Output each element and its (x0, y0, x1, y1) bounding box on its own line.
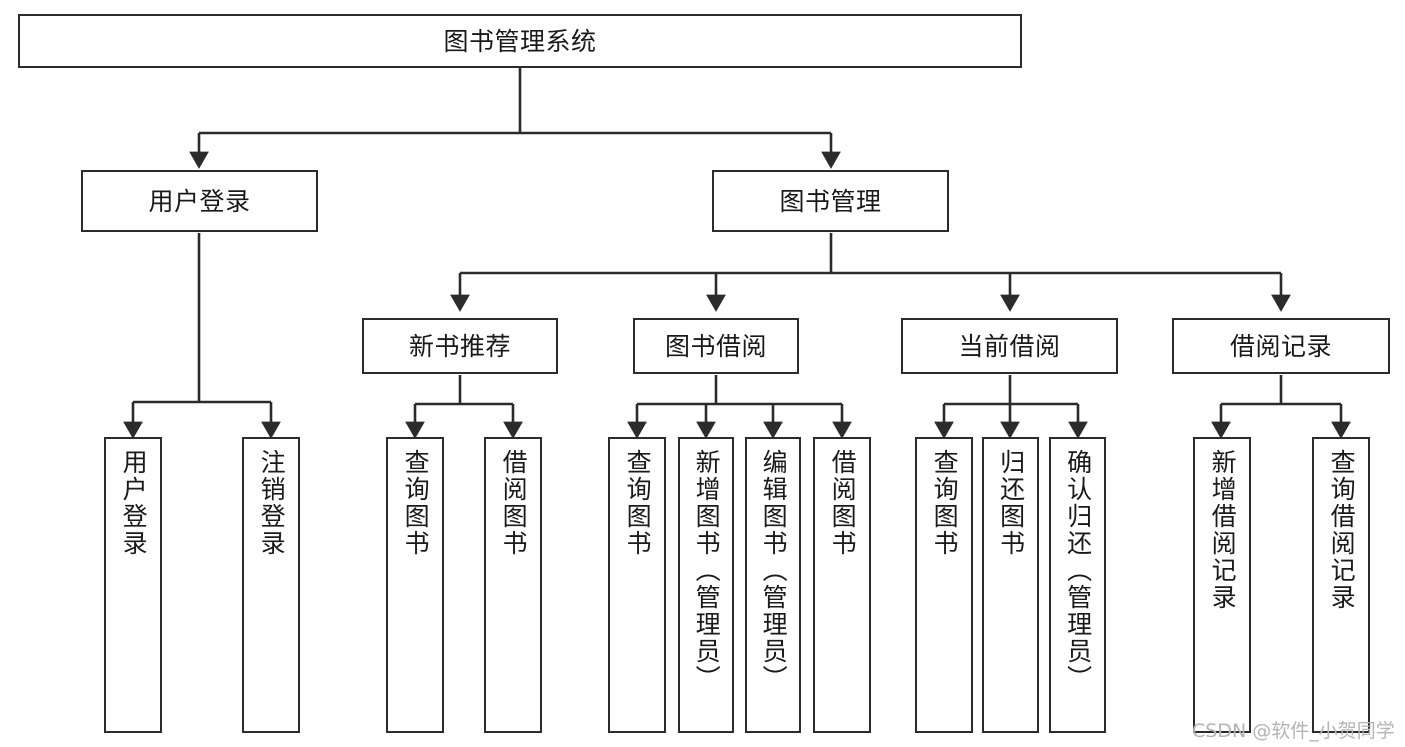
leaf-add-book-admin[interactable]: 新增图书（管理员） (678, 437, 734, 733)
leaf-borrow-book[interactable]: 借阅图书 (813, 437, 871, 733)
node-label: 查询图书 (623, 449, 653, 557)
node-root-system[interactable]: 图书管理系统 (18, 14, 1022, 68)
node-current-borrow[interactable]: 当前借阅 (901, 318, 1118, 374)
node-label: 用户登录 (148, 186, 251, 216)
node-label: 借阅图书 (828, 449, 858, 557)
node-label: 新增借阅记录 (1208, 449, 1238, 611)
leaf-return-book[interactable]: 归还图书 (982, 437, 1039, 733)
node-label: 编辑图书（管理员） (759, 449, 789, 692)
node-borrow-record[interactable]: 借阅记录 (1172, 318, 1390, 374)
node-label: 查询借阅记录 (1327, 449, 1357, 611)
leaf-query-book-recommend[interactable]: 查询图书 (386, 437, 444, 733)
node-label: 借阅记录 (1229, 331, 1332, 361)
node-label: 图书管理 (779, 186, 882, 216)
node-label: 新增图书（管理员） (692, 449, 722, 692)
node-label: 归还图书 (996, 449, 1026, 557)
watermark-text: CSDN @软件_小贺同学 (1192, 720, 1395, 742)
node-label: 图书管理系统 (443, 26, 597, 56)
leaf-query-borrow-record[interactable]: 查询借阅记录 (1312, 437, 1370, 733)
leaf-edit-book-admin[interactable]: 编辑图书（管理员） (745, 437, 801, 733)
leaf-query-book-borrow[interactable]: 查询图书 (608, 437, 666, 733)
node-label: 查询图书 (401, 449, 431, 557)
leaf-logout[interactable]: 注销登录 (242, 437, 300, 733)
leaf-confirm-return-admin[interactable]: 确认归还（管理员） (1049, 437, 1106, 733)
node-label: 当前借阅 (958, 331, 1061, 361)
leaf-add-borrow-record[interactable]: 新增借阅记录 (1193, 437, 1251, 733)
node-label: 图书借阅 (664, 331, 767, 361)
node-book-management[interactable]: 图书管理 (712, 170, 949, 232)
node-user-login[interactable]: 用户登录 (81, 170, 318, 232)
node-label: 新书推荐 (408, 331, 511, 361)
node-book-borrow[interactable]: 图书借阅 (633, 318, 799, 374)
leaf-query-book-current[interactable]: 查询图书 (915, 437, 973, 733)
node-label: 确认归还（管理员） (1063, 449, 1093, 692)
leaf-user-login[interactable]: 用户登录 (104, 437, 162, 733)
node-label: 查询图书 (930, 449, 960, 557)
leaf-borrow-book-recommend[interactable]: 借阅图书 (484, 437, 542, 733)
node-label: 借阅图书 (499, 449, 529, 557)
node-new-book-recommend[interactable]: 新书推荐 (362, 318, 558, 374)
node-label: 注销登录 (257, 449, 287, 557)
node-label: 用户登录 (119, 449, 149, 557)
